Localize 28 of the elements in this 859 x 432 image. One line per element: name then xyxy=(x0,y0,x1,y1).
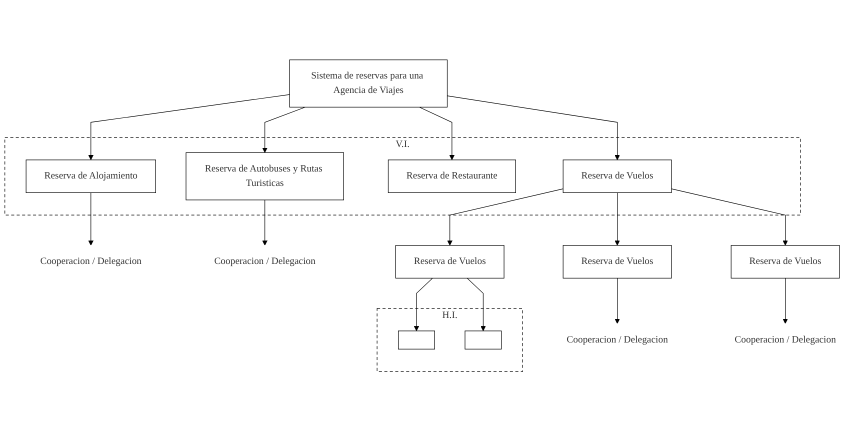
node-box: Reserva de Vuelos xyxy=(730,245,840,279)
node-text: Cooperacion / Delegacion xyxy=(214,256,316,267)
arrow xyxy=(614,192,620,246)
cluster: H.I. xyxy=(376,308,523,372)
node-box: Reserva de Vuelos xyxy=(562,160,672,194)
arrow xyxy=(671,188,788,246)
arrow xyxy=(419,107,455,160)
arrow xyxy=(414,278,433,332)
arrow xyxy=(782,278,788,324)
arrow xyxy=(447,188,564,246)
arrow xyxy=(466,278,486,332)
node-box: Reserva de Autobuses y Rutas Turisticas xyxy=(186,152,344,201)
arrow xyxy=(262,107,306,154)
node-box: Reserva de Vuelos xyxy=(562,245,672,279)
node-text: Cooperacion / Delegacion xyxy=(566,334,668,346)
node-box: Sistema de reservas para una Agencia de Viajes xyxy=(289,60,448,108)
node-text: Cooperacion / Delegacion xyxy=(40,256,142,267)
arrow xyxy=(446,96,620,160)
arrow xyxy=(88,94,290,160)
arrow xyxy=(614,278,620,324)
arrow xyxy=(88,192,94,246)
node-box: Reserva de Vuelos xyxy=(395,245,504,279)
arrow xyxy=(262,200,268,246)
node-text: Cooperacion / Delegacion xyxy=(734,334,836,346)
node-box xyxy=(398,330,435,350)
node-box: Reserva de Restaurante xyxy=(388,160,516,194)
node-box xyxy=(464,330,502,350)
node-box: Reserva de Alojamiento xyxy=(26,160,156,194)
